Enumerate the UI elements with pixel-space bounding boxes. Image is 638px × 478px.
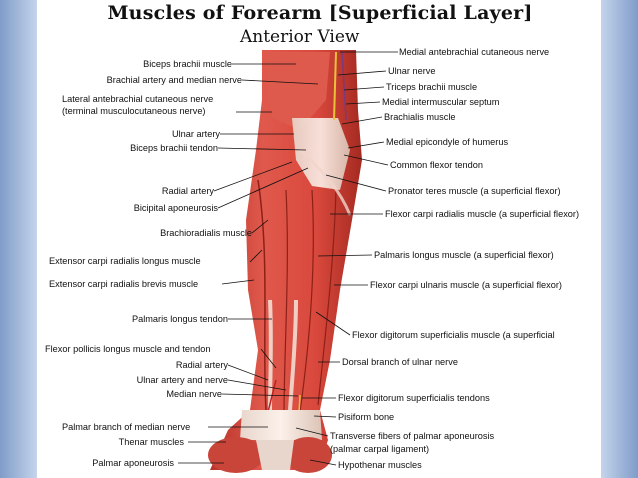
- label-extensor-carpi-radialis-brevis: Extensor carpi radialis brevis muscle: [49, 279, 199, 289]
- label-palmar-carpal-ligament: (palmar carpal ligament): [330, 444, 430, 454]
- label-flexor-carpi-radialis: Flexor carpi radialis muscle (a superfic…: [385, 209, 580, 219]
- label-flexor-carpi-ulnaris: Flexor carpi ulnaris muscle (a superfici…: [370, 280, 562, 290]
- arm-shape: [208, 50, 362, 473]
- label-bicipital-aponeurosis: Bicipital aponeurosis: [133, 203, 218, 213]
- label-ulnar-artery: Ulnar artery: [172, 129, 220, 139]
- label-terminal-musculocutaneous: (terminal musculocutaneous nerve): [62, 106, 206, 116]
- page-title: Muscles of Forearm [Superficial Layer]: [107, 2, 533, 24]
- label-pisiform-bone: Pisiform bone: [338, 412, 395, 422]
- label-transverse-fibers-palmar-aponeurosis: Transverse fibers of palmar aponeurosis: [330, 431, 495, 441]
- label-common-flexor-tendon: Common flexor tendon: [390, 160, 483, 170]
- label-pronator-teres: Pronator teres muscle (a superficial fle…: [388, 186, 561, 196]
- label-flexor-digitorum-superficialis-muscle: Flexor digitorum superficialis muscle (a…: [352, 330, 555, 340]
- label-thenar-muscles: Thenar muscles: [118, 437, 184, 447]
- label-palmar-branch-median-nerve: Palmar branch of median nerve: [62, 422, 191, 432]
- label-palmaris-longus-tendon: Palmaris longus tendon: [131, 314, 228, 324]
- label-biceps-brachii: Biceps brachii muscle: [143, 59, 232, 69]
- label-brachial-artery-median-nerve: Brachial artery and median nerve: [106, 75, 242, 85]
- leader-lines: [178, 51, 398, 466]
- label-radial-artery-lower: Radial artery: [175, 360, 228, 370]
- label-brachialis: Brachialis muscle: [384, 112, 456, 122]
- label-hypothenar-muscles: Hypothenar muscles: [338, 460, 422, 470]
- label-dorsal-branch-ulnar-nerve: Dorsal branch of ulnar nerve: [342, 357, 458, 367]
- label-biceps-brachii-tendon: Biceps brachii tendon: [130, 143, 218, 153]
- label-extensor-carpi-radialis-longus: Extensor carpi radialis longus muscle: [49, 256, 201, 266]
- label-flexor-digitorum-superficialis-tendons: Flexor digitorum superficialis tendons: [338, 393, 490, 403]
- label-ulnar-nerve: Ulnar nerve: [388, 66, 436, 76]
- label-palmaris-longus-muscle: Palmaris longus muscle (a superficial fl…: [374, 250, 554, 260]
- label-flexor-pollicis-longus: Flexor pollicis longus muscle and tendon: [45, 344, 211, 354]
- label-lateral-antebrachial-nerve: Lateral antebrachial cutaneous nerve: [62, 94, 214, 104]
- page-subtitle: Anterior View: [240, 27, 360, 47]
- label-ulnar-artery-and-nerve: Ulnar artery and nerve: [136, 375, 228, 385]
- label-palmar-aponeurosis: Palmar aponeurosis: [92, 458, 174, 468]
- label-radial-artery-upper: Radial artery: [161, 186, 214, 196]
- label-medial-antebrachial-nerve: Medial antebrachial cutaneous nerve: [399, 47, 550, 57]
- label-medial-intermuscular-septum: Medial intermuscular septum: [382, 97, 500, 107]
- label-triceps-brachii: Triceps brachii muscle: [386, 82, 478, 92]
- label-medial-epicondyle: Medial epicondyle of humerus: [386, 137, 509, 147]
- label-median-nerve: Median nerve: [166, 389, 222, 399]
- label-brachioradialis: Brachioradialis muscle: [160, 228, 252, 238]
